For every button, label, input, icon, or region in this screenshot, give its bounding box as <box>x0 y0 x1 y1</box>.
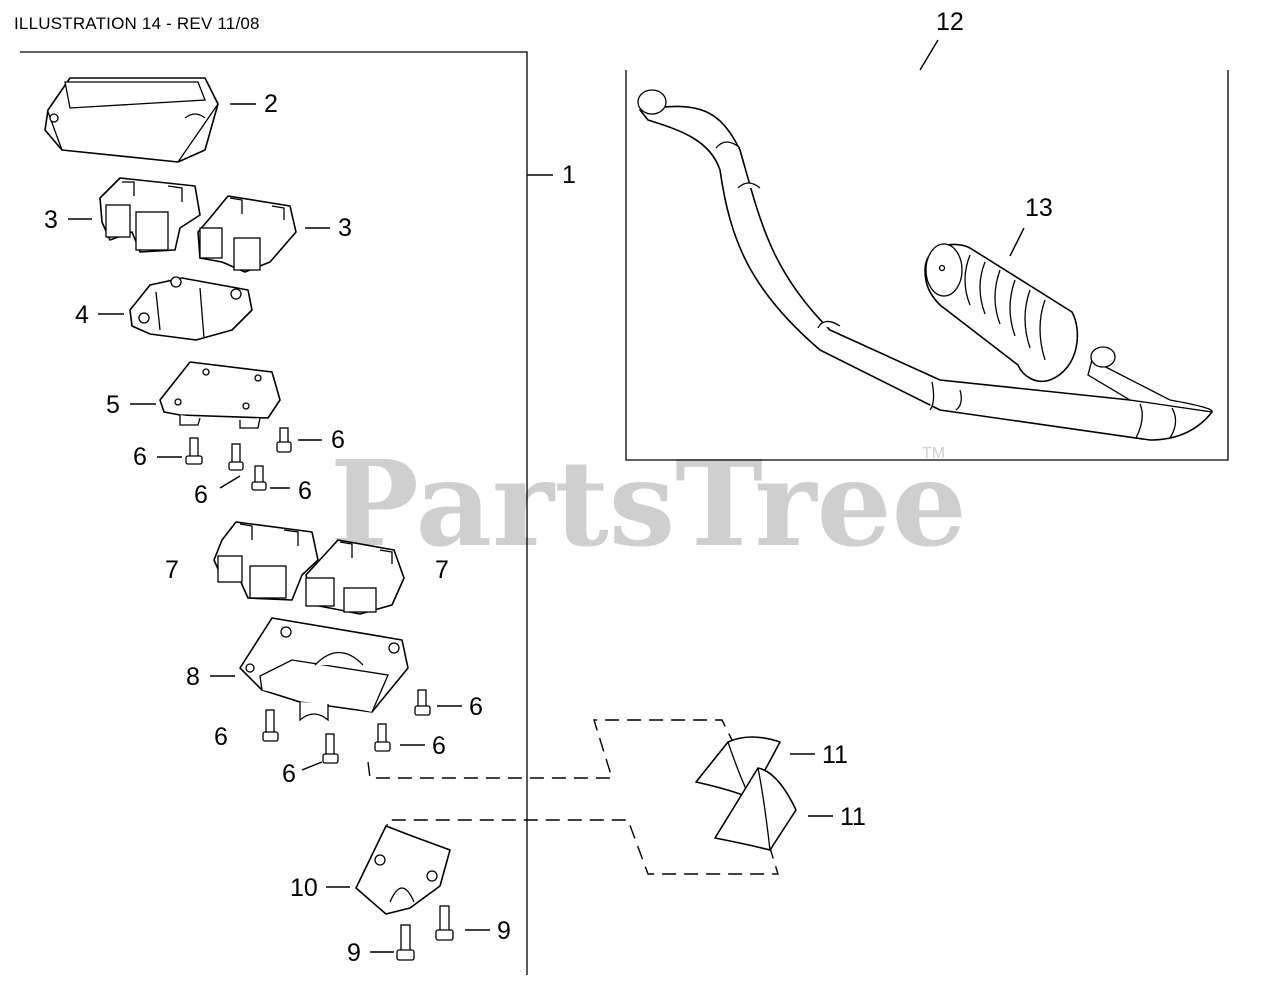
callout-10: 10 <box>290 874 318 902</box>
part-12-handlebar[interactable] <box>637 89 1213 441</box>
part-2-top-cover[interactable] <box>44 77 219 163</box>
callout-7-right: 7 <box>435 556 449 584</box>
callout-12: 12 <box>936 8 964 36</box>
callout-6-g: 6 <box>432 732 446 760</box>
callout-9-a: 9 <box>497 917 511 945</box>
callout-3-left: 3 <box>44 206 58 234</box>
callout-6-h: 6 <box>282 760 296 788</box>
leader-11-upper <box>367 719 733 779</box>
callout-6-b: 6 <box>331 426 345 454</box>
part-3-left-insert[interactable] <box>99 177 201 253</box>
callout-6-d: 6 <box>298 477 312 505</box>
callout-2: 2 <box>264 90 278 118</box>
callout-3-right: 3 <box>338 214 352 242</box>
callout-4: 4 <box>75 301 89 329</box>
assembly-1-frame <box>20 51 528 975</box>
callout-11-a: 11 <box>822 741 848 769</box>
part-8-base-housing[interactable] <box>239 617 409 722</box>
watermark-text: PartsTree <box>330 434 967 573</box>
part-13-grip[interactable] <box>924 243 1079 383</box>
part-6-screw-group-lower[interactable] <box>262 689 431 764</box>
callout-6-c: 6 <box>194 481 208 509</box>
part-7-right-insert[interactable] <box>305 539 405 615</box>
part-9-screws[interactable] <box>396 905 454 961</box>
callout-6-a: 6 <box>133 443 147 471</box>
part-10-lower-clamp[interactable] <box>355 825 451 915</box>
part-11-sleeve-lower[interactable] <box>714 767 797 851</box>
assembly-12-frame <box>625 70 1229 461</box>
part-5-plate[interactable] <box>159 361 281 429</box>
callout-7-left: 7 <box>165 556 179 584</box>
callout-8: 8 <box>186 663 200 691</box>
callout-5: 5 <box>106 391 120 419</box>
callout-6-f: 6 <box>214 723 228 751</box>
part-7-left-insert[interactable] <box>213 521 319 601</box>
part-3-right-insert[interactable] <box>197 195 297 273</box>
part-11-sleeve-upper[interactable] <box>695 736 781 799</box>
callout-13: 13 <box>1025 194 1053 222</box>
part-6-screw-group-upper[interactable] <box>185 427 292 491</box>
illustration-title: ILLUSTRATION 14 - REV 11/08 <box>14 14 260 33</box>
callout-1: 1 <box>562 161 576 189</box>
part-4-clamp[interactable] <box>129 276 253 341</box>
callout-6-e: 6 <box>469 693 483 721</box>
leader-11-lower <box>384 819 779 875</box>
callout-9-b: 9 <box>347 939 361 967</box>
watermark-trademark: TM <box>922 445 945 462</box>
callout-11-b: 11 <box>840 803 866 831</box>
